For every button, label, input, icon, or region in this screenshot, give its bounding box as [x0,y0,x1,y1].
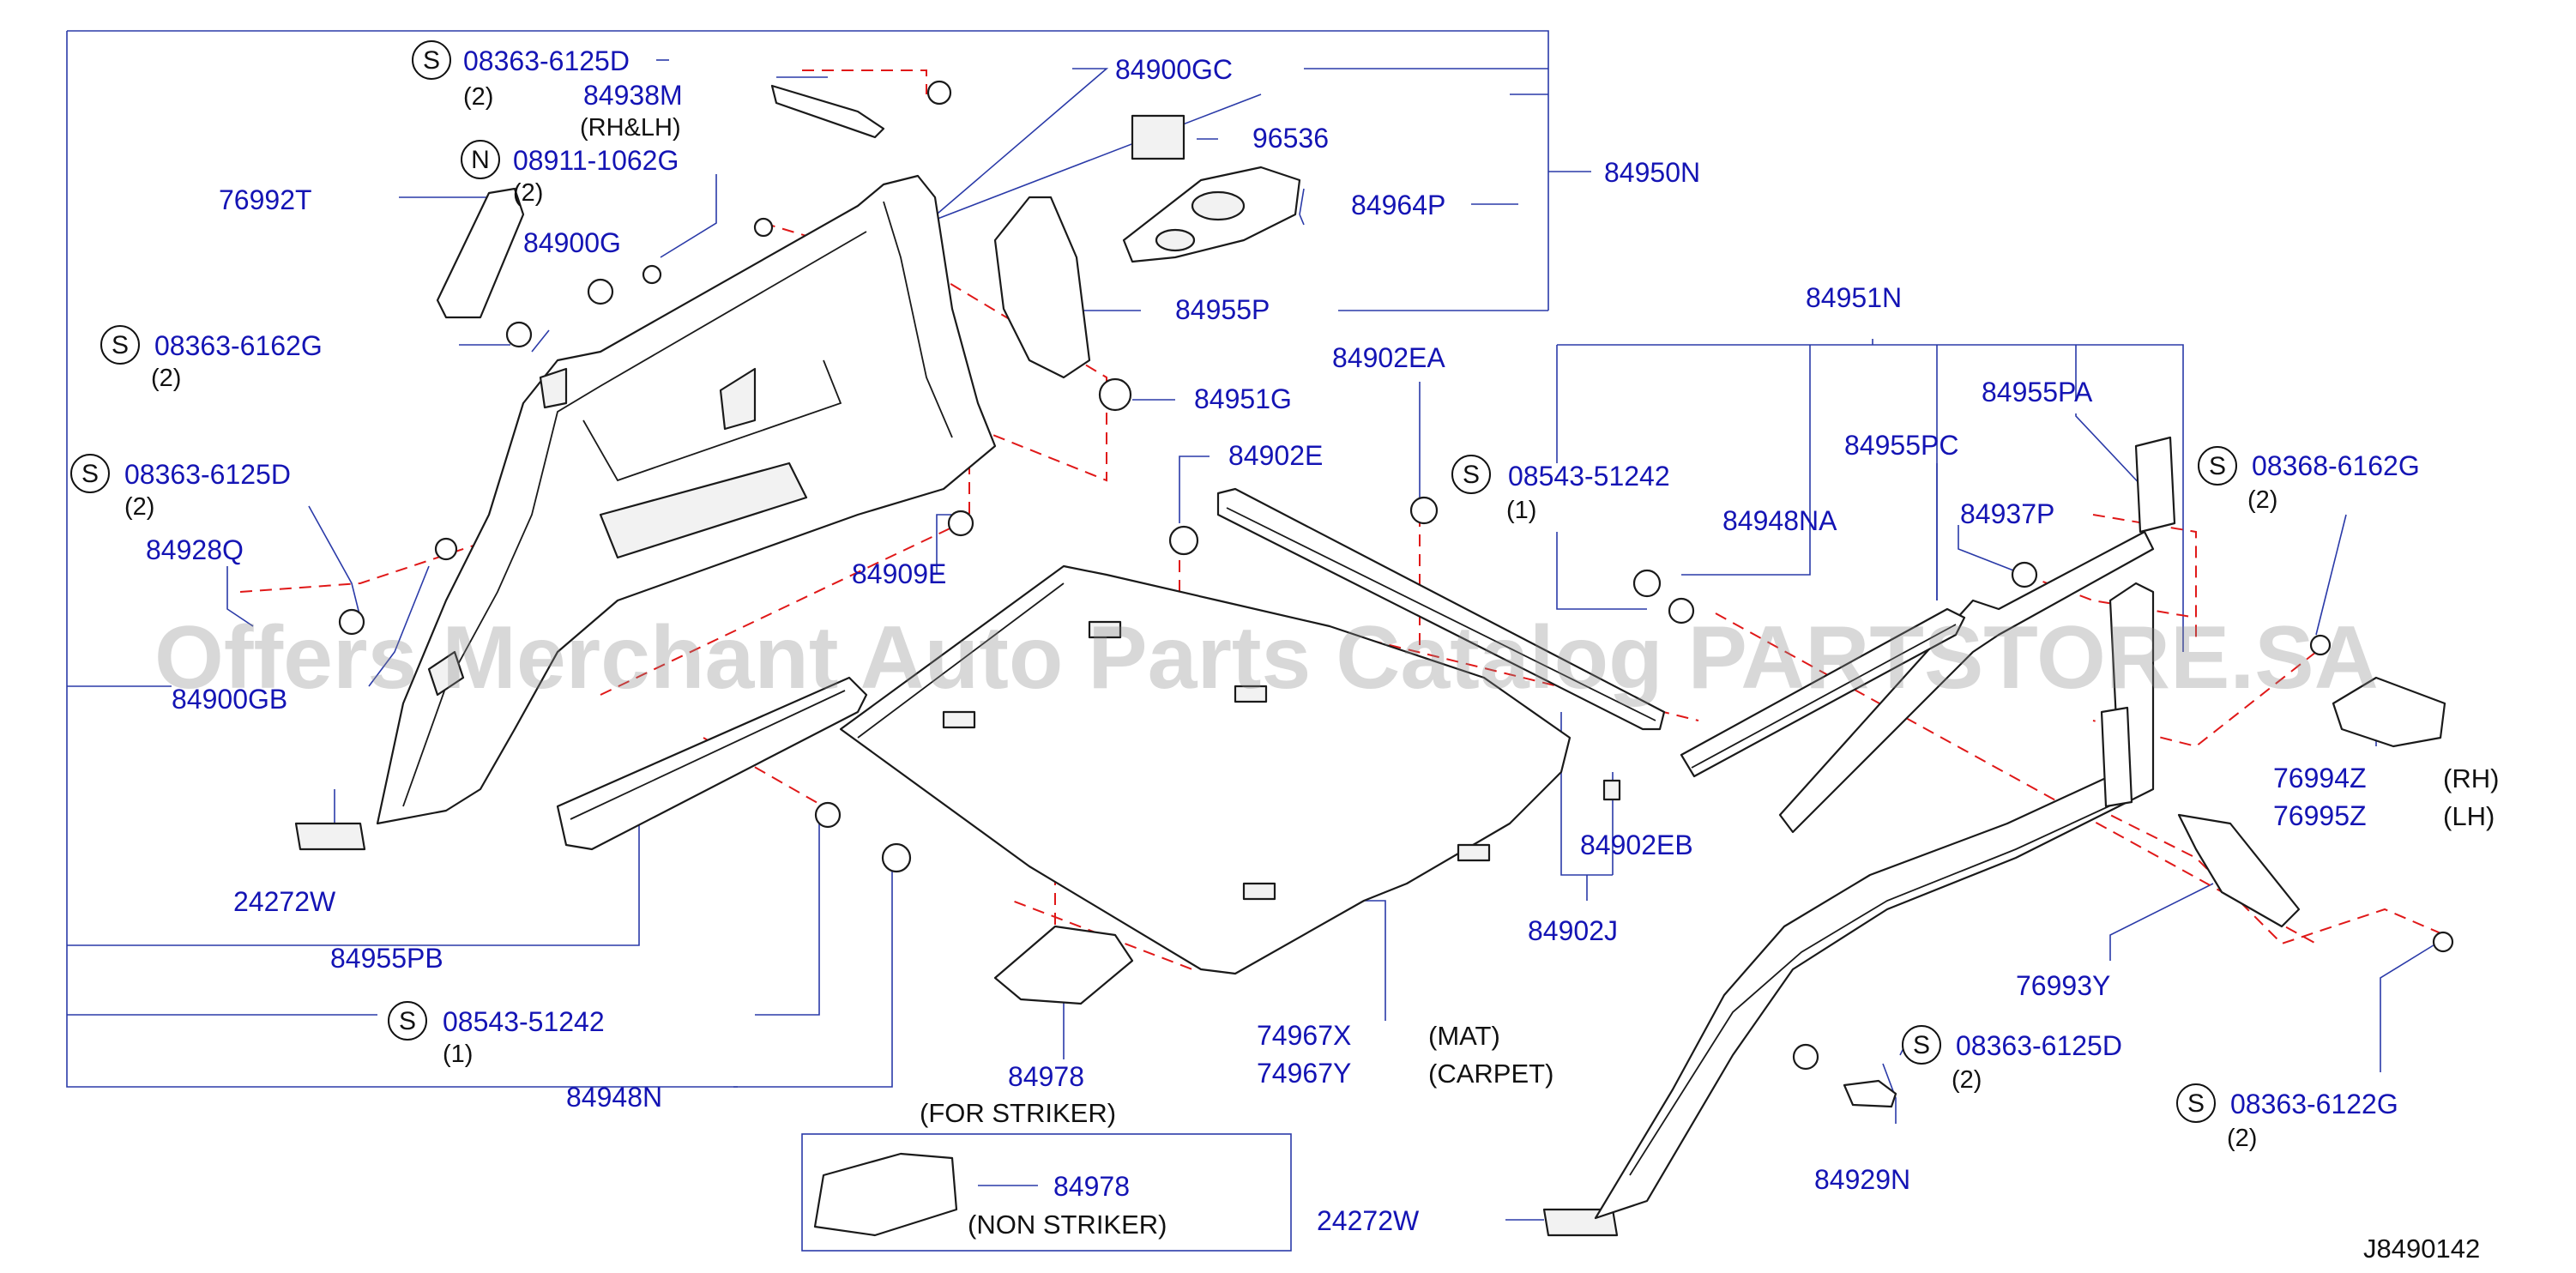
part-label-84937P[interactable]: 84937P [1960,498,2054,529]
part-label-76992T[interactable]: 76992T [219,184,312,215]
panel-84955P [993,196,1091,379]
bracket-76992T [436,187,525,319]
part-label-84902J[interactable]: 84902J [1528,915,1618,946]
watermark: Offers Merchant Auto Parts Catalog PARTS… [154,608,2379,708]
screw-symbol: S [1451,455,1491,494]
part-label-84950N[interactable]: 84950N [1604,157,1700,188]
bracket-76993Y [2177,813,2301,928]
nut-symbol: N [461,140,500,179]
screw-symbol-text: S [1463,461,1480,489]
part-label-08363-6125D[interactable]: 08363-6125D [463,45,630,76]
part-labels: 08363-6125D (2) 84938M (RH&LH) 08911-106… [124,45,2499,1264]
part-label-84902E[interactable]: 84902E [1228,440,1323,471]
part-note: (RH&LH) [580,114,681,142]
screw-symbol: S [70,454,110,493]
part-label-84951N[interactable]: 84951N [1806,282,1902,313]
right-kick-panel [1680,607,1966,778]
part-label-08363-6125D[interactable]: 08363-6125D [124,459,291,490]
part-label-74967Y[interactable]: 74967Y [1257,1058,1351,1089]
part-label-76995Z[interactable]: 76995Z [2273,800,2367,831]
nut-symbol-text: N [471,146,490,174]
front-kick-panel [556,676,868,851]
clip-84938M [770,84,885,139]
part-qty: (2) [2247,486,2277,514]
screw-symbol: S [412,40,451,80]
part-label-84978[interactable]: 84978 [1053,1171,1130,1202]
part-label-84938M[interactable]: 84938M [583,80,683,111]
diagram-id: J8490142 [2363,1234,2480,1264]
part-label-84955PC[interactable]: 84955PC [1844,430,1958,461]
fasteners-left [338,80,1621,873]
screw-symbol-text: S [81,460,99,488]
part-label-08363-6122G[interactable]: 08363-6122G [2230,1089,2398,1119]
part-note: (LH) [2443,801,2495,831]
part-qty: (2) [2227,1125,2257,1152]
panel-pillar-strip [2100,706,2133,808]
part-label-08363-6125D[interactable]: 08363-6125D [1956,1030,2122,1061]
bracket-76994Z [2332,676,2446,748]
part-label-84900GC[interactable]: 84900GC [1115,54,1233,85]
screw-symbol: S [100,325,140,365]
part-qty: (2) [513,179,543,207]
part-note: (FOR STRIKER) [920,1098,1116,1128]
part-label-84900G[interactable]: 84900G [523,227,621,258]
part-label-96536[interactable]: 96536 [1252,123,1329,154]
part-note: (MAT) [1428,1021,1500,1051]
screw-symbol-text: S [2187,1089,2205,1118]
rear-sill-plate [1216,487,1666,731]
part-label-84929N[interactable]: 84929N [1814,1164,1910,1195]
cargo-floor-mat [839,564,1572,975]
part-label-84955PB[interactable]: 84955PB [330,943,443,974]
part-label-84928Q[interactable]: 84928Q [146,534,244,565]
screw-symbol: S [2198,446,2237,486]
part-label-84955P[interactable]: 84955P [1175,294,1270,325]
part-label-84900GB[interactable]: 84900GB [172,684,287,715]
screw-symbol-text: S [1913,1031,1930,1059]
part-label-84902EB[interactable]: 84902EB [1580,830,1693,860]
part-label-84978[interactable]: 84978 [1008,1061,1084,1092]
fasteners-right [1632,561,2454,1108]
part-label-08543-51242[interactable]: 08543-51242 [443,1006,605,1037]
screw-symbol-text: S [2209,452,2226,480]
left-side-trim-panel [376,174,997,825]
part-label-84964P[interactable]: 84964P [1351,190,1445,220]
part-label-84902EA[interactable]: 84902EA [1332,342,1445,373]
part-qty: (2) [151,365,181,392]
screw-symbol-text: S [423,46,440,75]
part-label-76994Z[interactable]: 76994Z [2273,763,2367,793]
screw-symbol: S [2176,1083,2216,1123]
panel-84955PA [2134,436,2176,534]
part-label-08363-6162G[interactable]: 08363-6162G [154,330,323,361]
part-label-08911-1062G[interactable]: 08911-1062G [513,145,679,176]
screw-symbol: S [1902,1025,1941,1065]
part-label-76993Y[interactable]: 76993Y [2016,970,2110,1001]
screw-symbol-text: S [399,1007,416,1035]
part-note: (NON STRIKER) [968,1210,1167,1240]
screw-symbol-text: S [112,331,129,359]
part-label-08368-6162G[interactable]: 08368-6162G [2252,450,2420,481]
part-label-84948NA[interactable]: 84948NA [1722,505,1837,536]
part-label-08543-51242[interactable]: 08543-51242 [1508,461,1670,492]
part-label-74967X[interactable]: 74967X [1257,1020,1351,1051]
part-label-24272W[interactable]: 24272W [233,886,336,917]
part-label-84909E[interactable]: 84909E [852,558,946,589]
part-label-24272W[interactable]: 24272W [1317,1205,1420,1236]
part-label-84955PA[interactable]: 84955PA [1982,377,2093,407]
part-qty: (1) [443,1041,473,1068]
part-qty: (1) [1506,497,1536,524]
fastener-symbols: S N S S S S S S S [70,40,2237,1123]
screw-symbol: S [388,1001,427,1041]
part-note: (RH) [2443,763,2499,793]
part-qty: (2) [1952,1066,1982,1094]
cup-holder-96536 [1122,114,1301,263]
right-side-trim-panel [1594,530,2155,1220]
striker-cover-84978 [813,925,1134,1237]
part-qty: (2) [124,493,154,521]
leader-lines [66,30,2437,1252]
part-qty: (2) [463,83,493,111]
part-label-84951G[interactable]: 84951G [1194,383,1292,414]
part-note: (CARPET) [1428,1059,1553,1089]
part-label-84948N[interactable]: 84948N [566,1082,662,1113]
